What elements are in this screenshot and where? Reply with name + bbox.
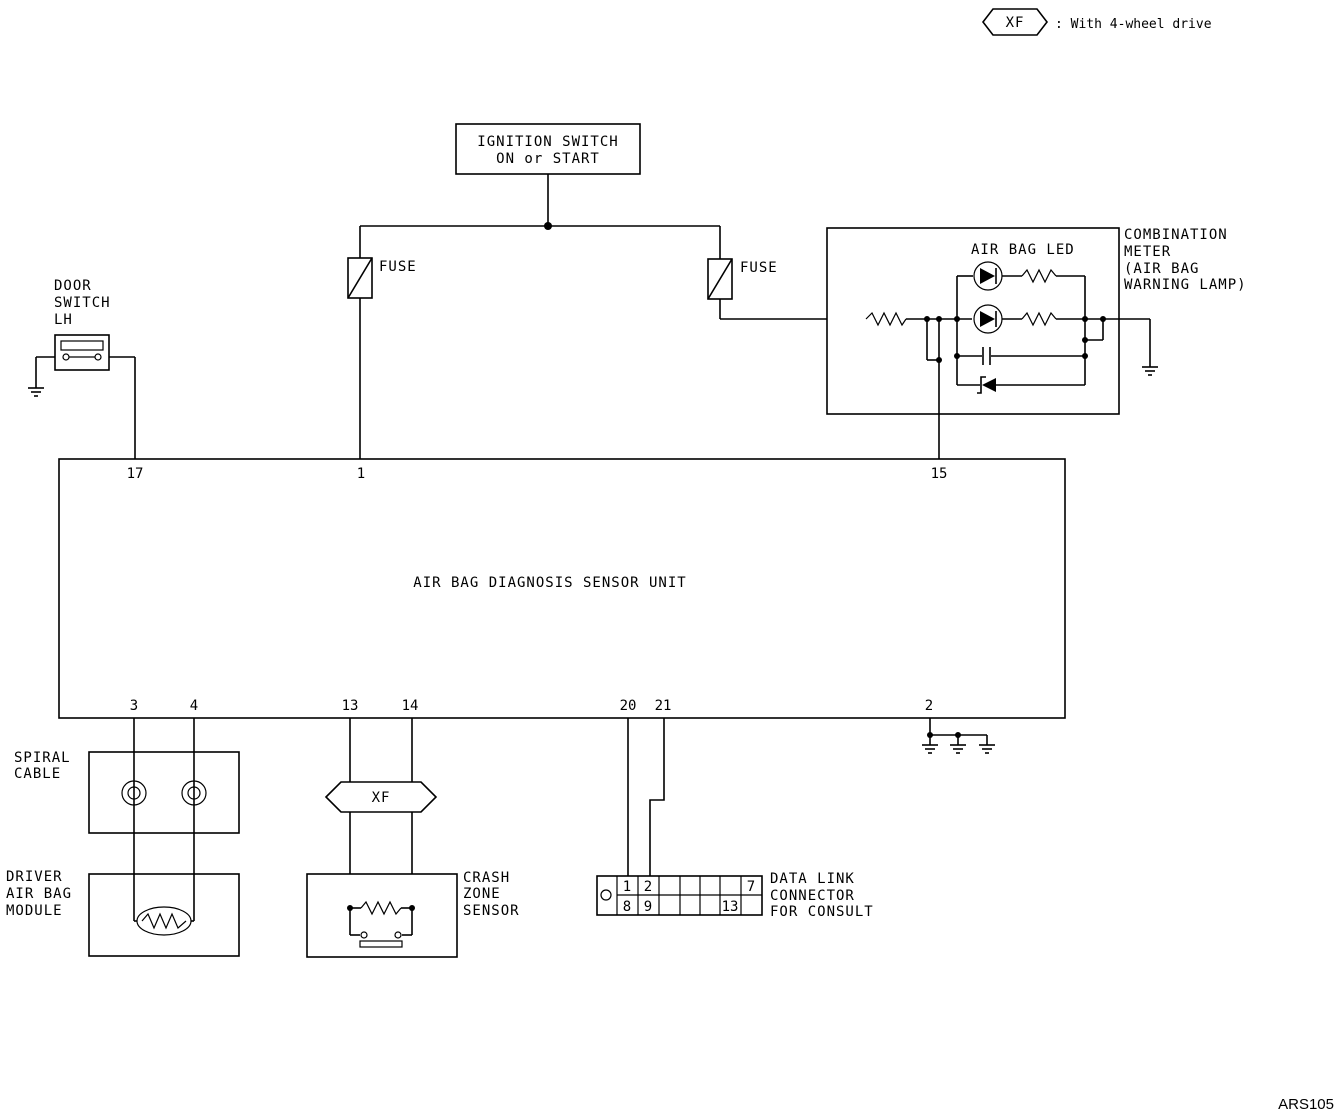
crash-sensor-line3: SENSOR: [463, 903, 520, 919]
dlc-cell-bottom-2: 9: [644, 899, 652, 915]
pin-21: 21: [655, 698, 672, 714]
pin-1: 1: [357, 466, 365, 482]
fuse-left-label: FUSE: [379, 259, 417, 275]
door-switch-line2: SWITCH: [54, 295, 111, 311]
meter-label-line2: METER: [1124, 244, 1171, 260]
sensor-unit-title: AIR BAG DIAGNOSIS SENSOR UNIT: [413, 575, 686, 591]
data-link-line2: CONNECTOR: [770, 888, 855, 904]
driver-air-bag-module: DRIVER AIR BAG MODULE: [6, 869, 240, 957]
diagram-id: ARS105: [1278, 1096, 1334, 1113]
legend-xf-text: XF: [1006, 15, 1025, 31]
pin-13: 13: [342, 698, 359, 714]
air-bag-led-label: AIR BAG LED: [971, 242, 1075, 258]
xf-connector: XF: [324, 781, 438, 813]
door-switch-line3: LH: [54, 312, 73, 328]
meter-label-line1: COMBINATION: [1124, 227, 1228, 243]
spiral-cable-line2: CABLE: [14, 766, 61, 782]
ignition-line1: IGNITION SWITCH: [477, 134, 618, 150]
pin-14: 14: [402, 698, 419, 714]
crash-switch-icon: [360, 931, 368, 939]
data-link-line1: DATA LINK: [770, 871, 855, 887]
meter-label-line3: (AIR BAG: [1124, 261, 1199, 277]
dlc-cell-top-1: 1: [623, 879, 631, 895]
data-link-line3: FOR CONSULT: [770, 904, 874, 920]
air-bag-diagnosis-sensor-unit: AIR BAG DIAGNOSIS SENSOR UNIT 17 1 15 3 …: [58, 458, 1066, 719]
door-switch: DOOR SWITCH LH: [54, 278, 111, 371]
meter-label-line4: WARNING LAMP): [1124, 277, 1247, 293]
pin-17: 17: [127, 466, 144, 482]
ignition-junction: [544, 222, 552, 230]
pin-3: 3: [130, 698, 138, 714]
driver-module-line3: MODULE: [6, 903, 63, 919]
spiral-cable: SPIRAL CABLE: [14, 750, 240, 834]
unit-ground-icon: [922, 735, 995, 754]
ignition-line2: ON or START: [496, 151, 600, 167]
driver-module-line1: DRIVER: [6, 869, 63, 885]
pin-20: 20: [620, 698, 637, 714]
legend-xf-badge: [981, 8, 1049, 36]
fuse-right: [707, 258, 733, 300]
spiral-cable-line1: SPIRAL: [14, 750, 71, 766]
ignition-switch: IGNITION SWITCH ON or START: [455, 123, 641, 175]
combination-meter: AIR BAG LED: [826, 227, 1247, 459]
fuse-right-label: FUSE: [740, 260, 778, 276]
fuse-left: [347, 257, 373, 299]
legend: XF : With 4-wheel drive: [981, 8, 1212, 36]
door-ground-icon: [28, 357, 44, 397]
pin-4: 4: [190, 698, 198, 714]
door-switch-line1: DOOR: [54, 278, 92, 294]
meter-zener-diode: [982, 378, 996, 392]
crash-sensor-line2: ZONE: [463, 886, 501, 902]
meter-ground-icon: [1142, 319, 1158, 376]
dlc-cell-bottom-1: 8: [623, 899, 631, 915]
meter-resistor: [865, 311, 907, 327]
legend-description: : With 4-wheel drive: [1055, 17, 1212, 32]
crash-sensor-line1: CRASH: [463, 870, 510, 886]
pin-15: 15: [931, 466, 948, 482]
xf-connector-label: XF: [372, 790, 391, 806]
driver-module-line2: AIR BAG: [6, 886, 72, 902]
dlc-cell-top-7: 7: [747, 879, 755, 895]
crash-zone-sensor: CRASH ZONE SENSOR: [306, 870, 520, 958]
pin-2: 2: [925, 698, 933, 714]
data-link-connector: 1 2 7 8 9 13 DATA LINK CONNECTOR FOR CON…: [596, 871, 874, 920]
dlc-cell-top-2: 2: [644, 879, 652, 895]
dlc-cell-bottom-6: 13: [722, 899, 739, 915]
